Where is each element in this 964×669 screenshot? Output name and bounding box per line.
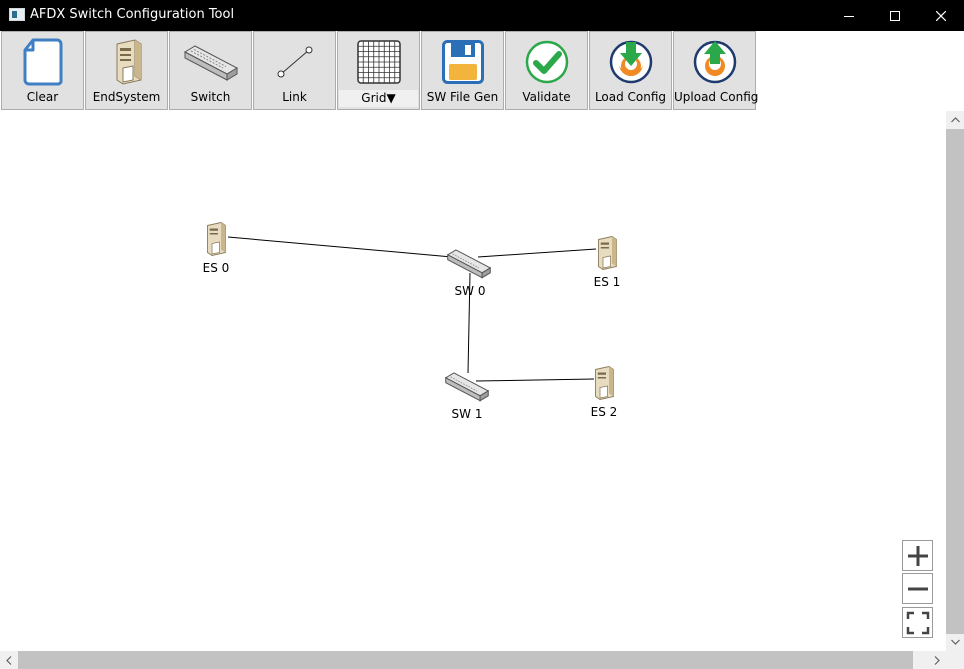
node-label: SW 1	[451, 407, 483, 421]
server-icon	[595, 366, 614, 400]
node-label: SW 0	[454, 284, 486, 298]
server-icon	[86, 38, 167, 86]
link-es0-sw0	[227, 236, 453, 258]
checkmark-circle-icon	[506, 38, 587, 86]
load-config-label: Load Config	[594, 90, 667, 104]
link-button[interactable]: Link	[253, 31, 336, 110]
network-switch-icon	[446, 249, 492, 279]
endsystem-button[interactable]: EndSystem	[85, 31, 168, 110]
link-layer	[227, 236, 597, 382]
download-icon	[590, 38, 671, 86]
document-icon	[2, 38, 83, 86]
floppy-disk-icon	[422, 38, 503, 86]
toolbar: Clear EndSystem Switch	[0, 31, 964, 111]
validate-label: Validate	[522, 90, 571, 104]
link-line-icon	[254, 38, 335, 86]
sw-file-gen-button[interactable]: SW File Gen	[421, 31, 504, 110]
grid-button[interactable]: Grid▼	[337, 31, 420, 110]
server-icon	[207, 222, 226, 256]
endsystem-node[interactable]	[591, 235, 621, 275]
link-sw0-sw1	[467, 272, 471, 374]
load-config-button[interactable]: Load Config	[589, 31, 672, 110]
node-label: ES 1	[593, 275, 621, 289]
scroll-up-icon[interactable]	[946, 111, 964, 129]
link-sw1-es2	[475, 378, 595, 382]
zoom-out-button[interactable]	[902, 573, 933, 604]
app-icon	[9, 8, 25, 21]
grid-icon	[338, 38, 419, 86]
switch-label: Switch	[190, 90, 231, 104]
fullscreen-icon	[906, 611, 929, 634]
title-bar: AFDX Switch Configuration Tool	[0, 0, 964, 31]
diagram-canvas[interactable]: ES 0 SW 0 ES 1 SW 1	[0, 111, 946, 651]
vertical-scroll-thumb[interactable]	[946, 129, 964, 634]
node-label: ES 2	[590, 405, 618, 419]
link-label: Link	[282, 90, 307, 104]
scroll-corner	[946, 651, 964, 669]
endsystem-node[interactable]	[200, 221, 230, 261]
zoom-in-button[interactable]	[902, 540, 933, 571]
server-icon	[598, 236, 617, 270]
horizontal-scrollbar[interactable]	[0, 651, 946, 669]
plus-icon	[907, 545, 928, 566]
maximize-icon	[890, 10, 900, 21]
minimize-icon	[844, 15, 854, 17]
minimize-button[interactable]	[826, 0, 872, 31]
clear-label: Clear	[26, 90, 59, 104]
vertical-scrollbar[interactable]	[946, 111, 964, 651]
switch-node[interactable]	[442, 368, 492, 408]
window-title: AFDX Switch Configuration Tool	[30, 7, 235, 22]
switch-node[interactable]	[444, 245, 494, 285]
scroll-down-icon[interactable]	[946, 633, 964, 651]
validate-button[interactable]: Validate	[505, 31, 588, 110]
endsystem-node[interactable]	[588, 365, 618, 405]
maximize-button[interactable]	[872, 0, 918, 31]
clear-button[interactable]: Clear	[1, 31, 84, 110]
node-label: ES 0	[202, 261, 230, 275]
upload-config-button[interactable]: Upload Config	[673, 31, 759, 110]
scroll-left-icon[interactable]	[0, 651, 18, 669]
close-icon	[936, 10, 946, 21]
upload-config-label: Upload Config	[674, 90, 759, 104]
endsystem-label: EndSystem	[92, 90, 161, 104]
fit-to-screen-button[interactable]	[902, 607, 933, 638]
switch-button[interactable]: Switch	[169, 31, 252, 110]
scroll-right-icon[interactable]	[928, 651, 946, 669]
network-switch-icon	[170, 38, 251, 86]
network-switch-icon	[444, 372, 490, 402]
link-sw0-es1	[477, 248, 597, 258]
close-button[interactable]	[918, 0, 964, 31]
grid-dropdown-label[interactable]: Grid▼	[339, 90, 418, 107]
sw-file-gen-label: SW File Gen	[426, 90, 499, 104]
horizontal-scroll-thumb[interactable]	[18, 651, 913, 669]
minus-icon	[907, 587, 928, 590]
upload-icon	[674, 38, 755, 86]
